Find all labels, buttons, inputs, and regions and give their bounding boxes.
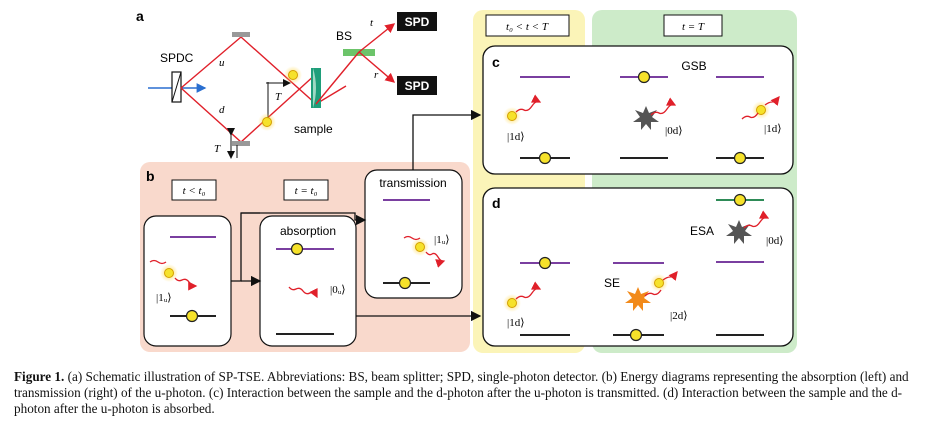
bs-label: BS bbox=[336, 29, 352, 43]
spd-bottom-label: SPD bbox=[405, 79, 430, 93]
arrow-to-transmission bbox=[241, 212, 367, 226]
delay-label-lower: T bbox=[214, 143, 221, 155]
u-path bbox=[180, 36, 347, 105]
transmitted-beam bbox=[358, 23, 396, 53]
emission-star bbox=[625, 287, 651, 311]
panel-d-label: d bbox=[492, 195, 501, 211]
r-label: r bbox=[374, 69, 379, 81]
mirror-top bbox=[232, 32, 250, 37]
spd-bottom bbox=[397, 76, 437, 95]
time-header-mid: t₀ < t < T bbox=[506, 21, 549, 33]
u-photon bbox=[283, 65, 303, 85]
time-header-mid-box bbox=[485, 14, 570, 37]
panel-b-label: b bbox=[146, 168, 155, 184]
caption-label: Figure 1. bbox=[14, 369, 65, 384]
panel-d-box bbox=[482, 187, 794, 347]
ket-2d: |2d⟩ bbox=[670, 310, 688, 322]
ket-1u: |1ᵤ⟩ bbox=[156, 292, 172, 304]
t-label: t bbox=[370, 17, 374, 29]
time-box-1 bbox=[171, 179, 217, 201]
ground-electron bbox=[398, 276, 412, 290]
absorbed-photon-wave bbox=[288, 286, 318, 299]
ket-1d-d: |1d⟩ bbox=[507, 317, 525, 329]
time-box-2 bbox=[283, 179, 329, 201]
caption-text: (a) Schematic illustration of SP-TSE. Ab… bbox=[14, 369, 909, 416]
time-header-right-box bbox=[663, 14, 723, 37]
ket-1u-transmitted: |1ᵤ⟩ bbox=[434, 234, 450, 246]
time-label-1: t < t₀ bbox=[183, 185, 206, 197]
excited-electron bbox=[290, 242, 304, 256]
d-label: d bbox=[219, 104, 225, 116]
spd-top-label: SPD bbox=[405, 15, 430, 29]
panel-b: b t < t₀ t = t₀ |1ᵤ⟩ absorption |0ᵤ⟩ tra… bbox=[143, 109, 482, 347]
esa-label: ESA bbox=[690, 224, 714, 238]
absorption-star bbox=[633, 106, 659, 130]
spdc-label: SPDC bbox=[160, 51, 194, 65]
panel-a-label: a bbox=[136, 8, 144, 24]
ket-0u: |0ᵤ⟩ bbox=[330, 284, 346, 296]
d-photon bbox=[257, 112, 277, 132]
ket-1d-c-left: |1d⟩ bbox=[507, 131, 525, 143]
spd-top bbox=[397, 12, 437, 31]
arrow-to-panel-c bbox=[412, 109, 482, 170]
reflected-beam bbox=[358, 51, 396, 83]
panel-c: c GSB |1d⟩ |0d⟩ |1d⟩ bbox=[482, 45, 794, 175]
ket-0d-c: |0d⟩ bbox=[665, 125, 683, 137]
panel-c-box bbox=[482, 45, 794, 175]
delay-label-upper: T bbox=[275, 91, 282, 103]
electron bbox=[185, 309, 199, 323]
ket-1d-c-right: |1d⟩ bbox=[764, 123, 782, 135]
absorption-label: absorption bbox=[280, 224, 336, 238]
mirror-bottom bbox=[232, 141, 250, 146]
panel-c-label: c bbox=[492, 54, 500, 70]
transmission-label: transmission bbox=[379, 176, 446, 190]
u-label: u bbox=[219, 57, 225, 69]
se-label: SE bbox=[604, 276, 620, 290]
incoming-photon-wave bbox=[174, 277, 198, 291]
figure-caption: Figure 1. (a) Schematic illustration of … bbox=[14, 369, 919, 417]
gsb-label: GSB bbox=[681, 59, 706, 73]
time-label-2: t = t₀ bbox=[295, 185, 318, 197]
sample-label: sample bbox=[294, 122, 333, 136]
panel-a: a SPDC u d T T sample BS t bbox=[136, 8, 437, 159]
ket-0d-d: |0d⟩ bbox=[766, 235, 784, 247]
panel-d: d |1d⟩ SE |2d⟩ ESA |0d⟩ bbox=[482, 187, 794, 347]
time-header-right: t = T bbox=[682, 21, 705, 33]
